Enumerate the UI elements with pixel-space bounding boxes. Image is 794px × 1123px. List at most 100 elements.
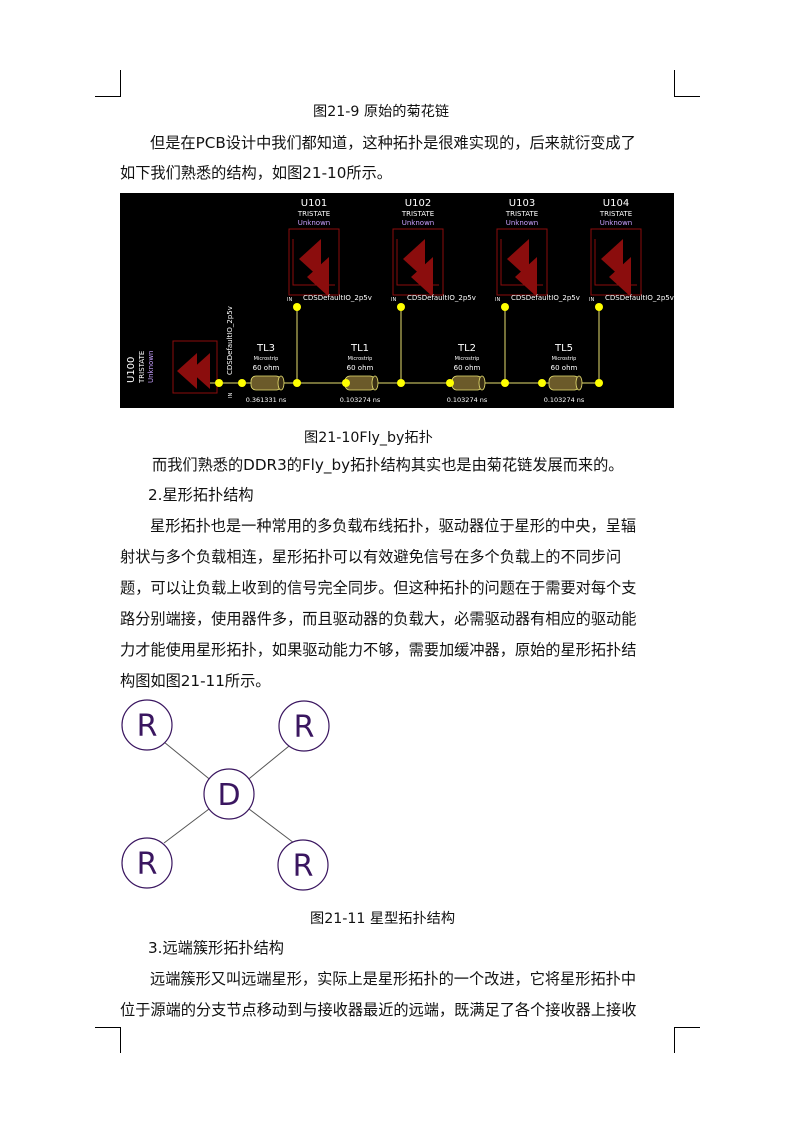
- driver-node-circle: [203, 768, 255, 820]
- transmission-line-end: [277, 375, 285, 391]
- paragraph-line: 路分别端接，使用器件多，而且驱动器的负载大，必需驱动器有相应的驱动能: [120, 610, 637, 628]
- receiver-node: [293, 303, 301, 311]
- star-link: [163, 805, 214, 844]
- figure-caption-21-11: 图21-11 星型拓扑结构: [310, 911, 456, 927]
- star-topology-svg: R R D R R: [121, 699, 330, 891]
- receiver-model: TRISTATE: [297, 210, 330, 218]
- driver-box: [172, 340, 218, 394]
- receiver-status: Unknown: [402, 219, 435, 227]
- receiver-io: CDSDefaultIO_2p5v: [511, 294, 580, 302]
- driver-name: U100: [126, 357, 137, 383]
- bus-node: [538, 379, 546, 387]
- receiver-box: [288, 228, 340, 296]
- bus-node: [501, 379, 509, 387]
- paragraph-line: 远端簇形又叫远端星形，实际上是星形拓扑的一个改进，它将星形拓扑中: [150, 970, 636, 988]
- receiver-outline: [500, 239, 543, 286]
- transmission-line-delay: 0.361331 ns: [246, 396, 287, 404]
- transmission-line-impedance: 60 ohm: [253, 364, 280, 372]
- load-node-label: R: [294, 710, 315, 745]
- bus-node: [238, 379, 246, 387]
- crop-mark-top-right-v: [674, 70, 675, 97]
- driver-node-label: D: [217, 778, 240, 813]
- bus-node: [293, 379, 301, 387]
- transmission-line-end: [575, 375, 583, 391]
- receiver-node: [595, 303, 603, 311]
- paragraph-line: 力才能使用星形拓扑，如果驱动能力不够，需要加缓冲器，原始的星形拓扑结: [120, 641, 637, 659]
- driver-status: Unknown: [147, 351, 155, 384]
- crop-mark-bottom-right-v: [674, 1027, 675, 1053]
- figure-caption-21-10: 图21-10Fly_by拓扑: [304, 430, 433, 446]
- driver-pin: IN: [228, 393, 234, 398]
- crop-mark-bottom-left-v: [120, 1027, 121, 1053]
- receiver-pin: IN: [495, 297, 500, 303]
- receiver-status: Unknown: [506, 219, 539, 227]
- load-node-label: R: [293, 849, 314, 884]
- receiver-io: CDSDefaultIO_2p5v: [303, 294, 372, 302]
- section-heading: 2.星形拓扑结构: [148, 486, 254, 504]
- receiver-box: [590, 228, 642, 296]
- receiver-pin: IN: [589, 297, 594, 303]
- paragraph-line: 但是在PCB设计中我们都知道，这种拓扑是很难实现的，后来就衍变成了: [150, 134, 636, 152]
- section-heading: 3.远端簇形拓扑结构: [148, 939, 284, 957]
- receiver-name: U104: [603, 198, 629, 209]
- bus-node: [595, 379, 603, 387]
- transmission-line-end: [478, 375, 486, 391]
- driver-node: [215, 379, 223, 387]
- load-node-circle: [121, 699, 173, 751]
- transmission-line-name: TL2: [457, 343, 476, 354]
- transmission-line-body: [451, 375, 483, 391]
- receiver-outline: [396, 239, 439, 286]
- star-topology-diagram: R R D R R: [118, 698, 338, 898]
- receiver-pin: IN: [391, 297, 396, 303]
- driver-buffer-icon: [177, 353, 197, 389]
- transmission-line-end: [371, 375, 379, 391]
- paragraph-line: 星形拓扑也是一种常用的多负载布线拓扑，驱动器位于星形的中央，呈辐: [150, 517, 636, 535]
- receiver-io: CDSDefaultIO_2p5v: [605, 294, 674, 302]
- load-node-label: R: [137, 847, 158, 882]
- receiver-model: TRISTATE: [505, 210, 538, 218]
- star-link: [244, 741, 295, 783]
- receiver-buffer-icon: [609, 257, 631, 297]
- receiver-buffer-icon: [411, 257, 433, 297]
- bus-node: [397, 379, 405, 387]
- transmission-line-type: Microstrip: [552, 356, 577, 362]
- transmission-line-name: TL5: [554, 343, 573, 354]
- receiver-name: U102: [405, 198, 431, 209]
- receiver-buffer-icon: [601, 239, 623, 279]
- receiver-outline: [292, 239, 335, 286]
- receiver-model: TRISTATE: [599, 210, 632, 218]
- transmission-line-delay: 0.103274 ns: [544, 396, 585, 404]
- bus-node: [446, 379, 454, 387]
- receiver-node: [397, 303, 405, 311]
- flyby-schematic-svg: U101TRISTATEUnknownCDSDefaultIO_2p5vINU1…: [120, 193, 674, 408]
- crop-mark-top-left-h: [95, 96, 121, 97]
- star-link: [244, 805, 295, 844]
- receiver-node: [501, 303, 509, 311]
- receiver-buffer-icon: [299, 239, 321, 279]
- transmission-line-name: TL1: [350, 343, 369, 354]
- load-node-circle: [278, 700, 330, 752]
- paragraph-line: 位于源端的分支节点移动到与接收器最近的远端，既满足了各个接收器上接收: [120, 1001, 637, 1019]
- star-link: [163, 741, 214, 783]
- figure-caption-21-9: 图21-9 原始的菊花链: [313, 104, 450, 120]
- receiver-status: Unknown: [298, 219, 331, 227]
- driver-io: CDSDefaultIO_2p5v: [226, 306, 234, 375]
- crop-mark-top-right-h: [674, 96, 700, 97]
- paragraph-line: 构图如图21-11所示。: [120, 672, 271, 690]
- paragraph-line: 如下我们熟悉的结构，如图21-10所示。: [120, 164, 392, 182]
- transmission-line-impedance: 60 ohm: [551, 364, 578, 372]
- transmission-line-impedance: 60 ohm: [454, 364, 481, 372]
- receiver-buffer-icon: [403, 239, 425, 279]
- receiver-io: CDSDefaultIO_2p5v: [407, 294, 476, 302]
- receiver-model: TRISTATE: [401, 210, 434, 218]
- crop-mark-bottom-left-h: [95, 1027, 121, 1028]
- bus-node: [342, 379, 350, 387]
- receiver-buffer-icon: [507, 239, 529, 279]
- receiver-status: Unknown: [600, 219, 633, 227]
- receiver-buffer-icon: [307, 257, 329, 297]
- transmission-line-name: TL3: [256, 343, 275, 354]
- transmission-line-type: Microstrip: [254, 356, 279, 362]
- receiver-buffer-icon: [515, 257, 537, 297]
- paragraph-line: 而我们熟悉的DDR3的Fly_by拓扑结构其实也是由菊花链发展而来的。: [152, 456, 624, 474]
